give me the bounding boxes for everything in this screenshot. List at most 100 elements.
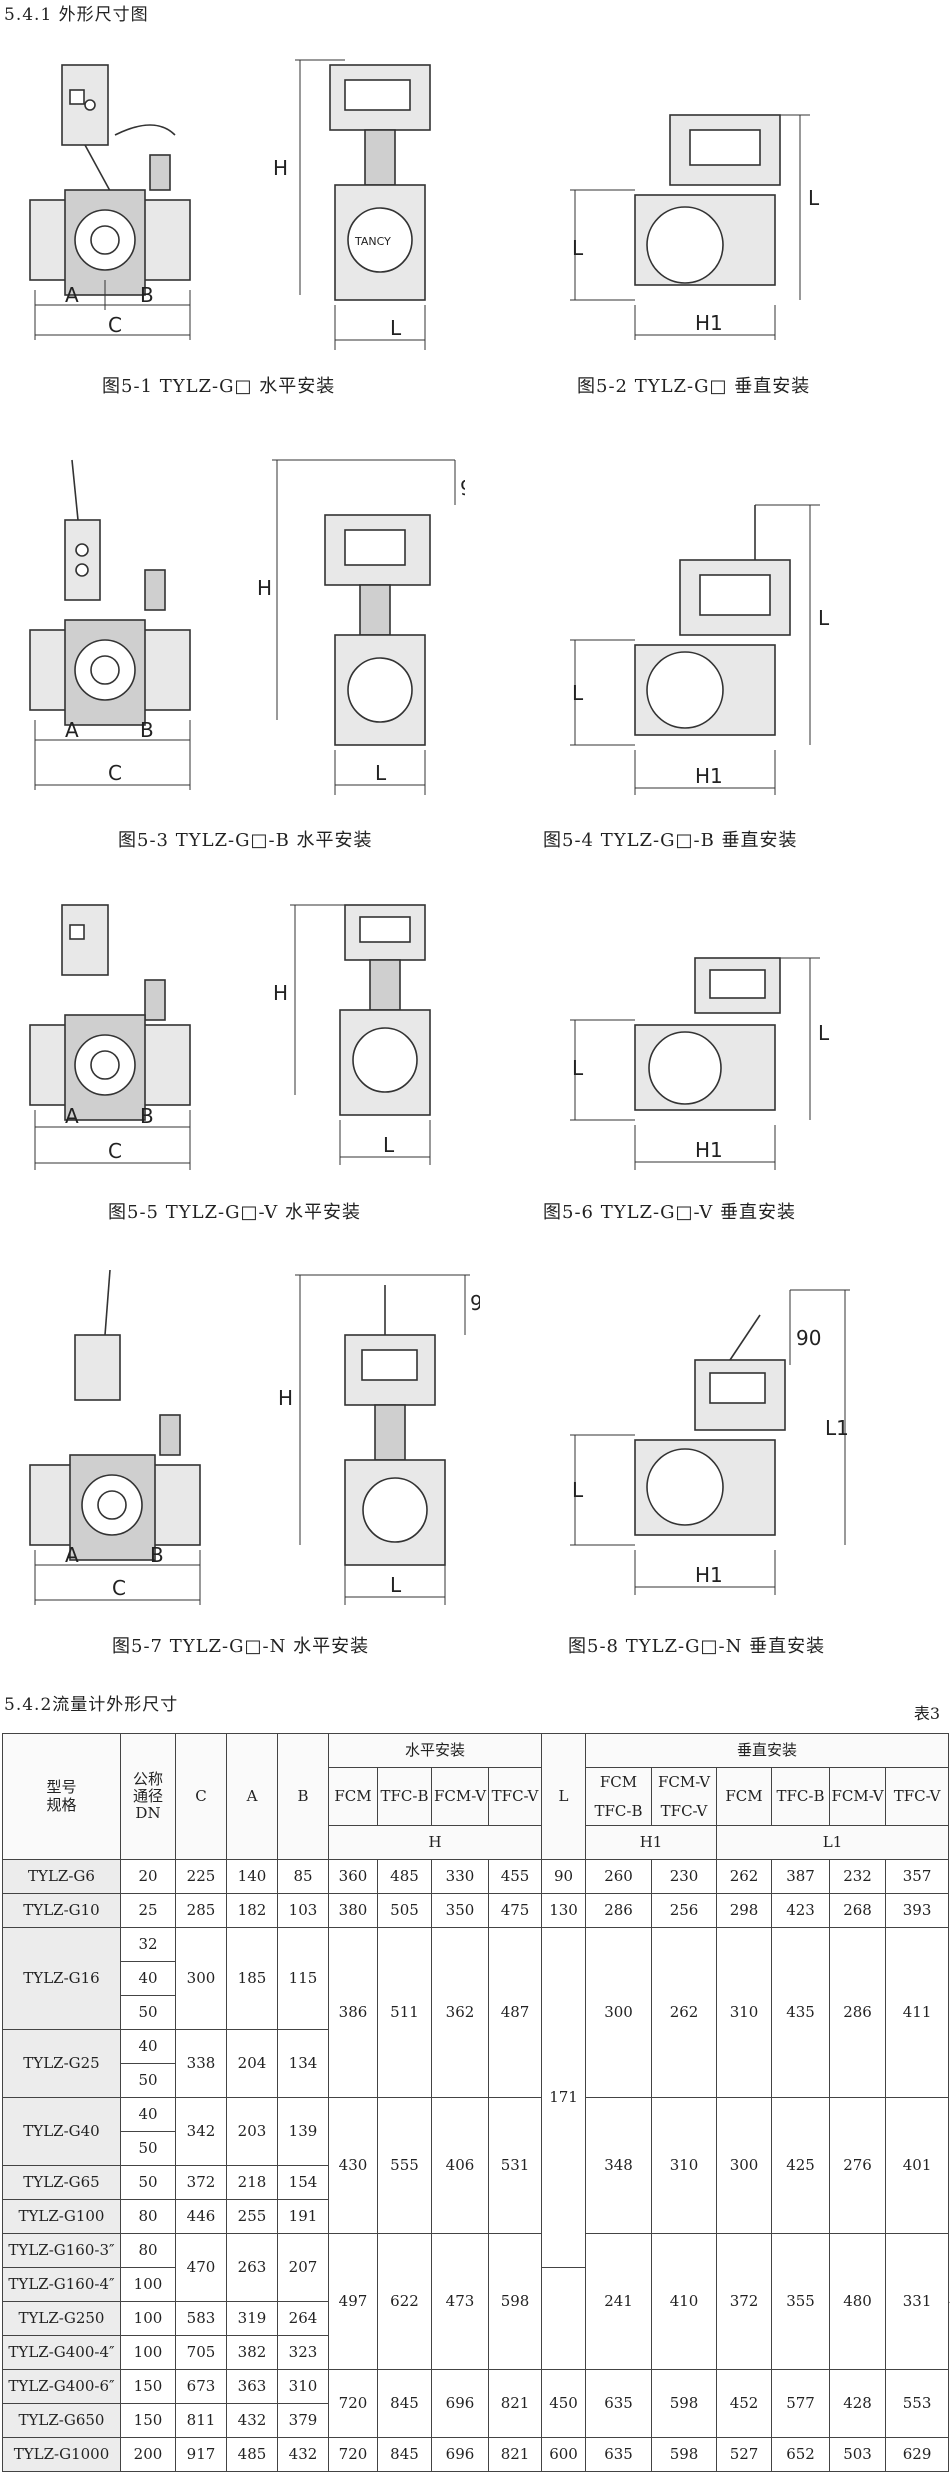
- dim-b-label: B: [140, 718, 154, 742]
- dim-h-label: H: [278, 1386, 293, 1410]
- cell-l1-tfcv: 393: [885, 1893, 950, 1928]
- cell-h1-b: 310: [651, 2097, 718, 2234]
- dim-h1-label: H1: [695, 311, 723, 335]
- cell-model: TYLZ-G25: [2, 2029, 121, 2098]
- cell-h-tfcb: 845: [377, 2437, 432, 2472]
- cell-h1-b: 598: [651, 2369, 718, 2438]
- dim-a-label: A: [65, 718, 79, 742]
- cell-l: 130: [541, 1893, 587, 1928]
- figure-5-8-drawing: 90 L L1 H1: [570, 1289, 850, 1595]
- cell-h-tfcb: 485: [377, 1859, 432, 1894]
- cell-a: 363: [226, 2369, 278, 2404]
- cell-c: 285: [175, 1893, 227, 1928]
- cell-c: 225: [175, 1859, 227, 1894]
- dim-l1-label: L1: [818, 1021, 830, 1045]
- table-row: TYLZ-G1000 200 917 485 432 720 845 696 8…: [2, 2437, 950, 2472]
- header-horizontal: 水平安装: [327, 1733, 543, 1768]
- cell-b: 323: [277, 2335, 329, 2370]
- cell-h-fcmv: 696: [431, 2369, 489, 2438]
- cell-l1-fcm: 300: [716, 2097, 773, 2234]
- table-row: TYLZ-G25 40 338 204 134: [2, 2029, 949, 2098]
- table-number: 表3: [913, 1704, 940, 1723]
- cell-dn: 40: [120, 1961, 176, 1996]
- figure-5-5-drawing: A B C: [29, 904, 191, 1170]
- cell-a: 182: [226, 1893, 278, 1928]
- cell-h1-b: 598: [651, 2437, 718, 2472]
- dim-a-label: A: [65, 1543, 79, 1567]
- header-v-fcmv: FCM-V: [657, 1773, 711, 1791]
- brand-label: TANCY: [354, 235, 391, 248]
- cell-h-fcmv: 473: [431, 2233, 489, 2370]
- cell-h-fcm: 497: [328, 2233, 378, 2370]
- cell-l1-tfcb: 387: [771, 1859, 831, 1894]
- dim-l-label: L: [375, 761, 387, 785]
- cell-h1-a: 635: [585, 2369, 653, 2438]
- dim-a-label: A: [65, 1104, 79, 1128]
- cell-h-fcm: 360: [328, 1859, 378, 1894]
- header-model: 型号 规格: [2, 1733, 121, 1860]
- cell-b: 310: [277, 2369, 329, 2404]
- caption-5-4: 图5-4 TYLZ-G□-B 垂直安装: [543, 830, 798, 851]
- header-l1-fcmv: FCM-V: [829, 1767, 887, 1826]
- cell-model: TYLZ-G400-6″: [2, 2369, 121, 2404]
- cell-h1-b: 262: [651, 1927, 718, 2098]
- cell-dn: 100: [120, 2335, 176, 2370]
- header-vertical: 垂直安装: [585, 1733, 950, 1768]
- header-h: H: [327, 1825, 543, 1860]
- cell-a: 203: [226, 2097, 278, 2166]
- cell-c: 673: [175, 2369, 227, 2404]
- cell-c: 470: [175, 2233, 227, 2302]
- cell-c: 338: [175, 2029, 227, 2098]
- cell-b: 103: [277, 1893, 329, 1928]
- figure-5-3-side-drawing: 90 H L: [257, 459, 465, 795]
- header-l1-tfcb: TFC-B: [771, 1767, 831, 1826]
- header-l1-fcm: FCM: [716, 1767, 773, 1826]
- cell-b: 379: [277, 2403, 329, 2438]
- cell-c: 811: [175, 2403, 227, 2438]
- cell-b: 207: [277, 2233, 329, 2302]
- cell-h1-a: 635: [585, 2437, 653, 2472]
- header-h-tfcb: TFC-B: [377, 1767, 432, 1826]
- cell-c: 446: [175, 2199, 227, 2234]
- dim-90-label: 90: [470, 1291, 480, 1315]
- cell-l1-fcmv: 331: [885, 2233, 950, 2370]
- cell-model: TYLZ-G6: [2, 1859, 121, 1894]
- cell-h1-b: 230: [651, 1859, 718, 1894]
- cell-a: 485: [226, 2437, 278, 2472]
- cell-dn: 150: [120, 2403, 176, 2438]
- header-h-tfcv: TFC-V: [487, 1767, 543, 1826]
- header-h1: H1: [585, 1825, 718, 1860]
- dim-90-label: 90: [460, 476, 465, 500]
- figure-5-6-drawing: L L1 H1: [570, 957, 830, 1170]
- section-title-541: 5.4.1 外形尺寸图: [4, 5, 149, 25]
- cell-h-fcm: 386: [328, 1927, 378, 2098]
- cell-model: TYLZ-G100: [2, 2199, 121, 2234]
- header-l: L: [541, 1733, 587, 1860]
- cell-dn: 50: [120, 1995, 176, 2030]
- cell-h1-b: 256: [651, 1893, 718, 1928]
- header-a: A: [226, 1733, 278, 1860]
- cell-h-fcmv: 696: [431, 2437, 489, 2472]
- header-v-fcm: FCM: [599, 1773, 638, 1791]
- cell-a: 140: [226, 1859, 278, 1894]
- dim-a-label: A: [65, 283, 79, 307]
- cell-a: 382: [226, 2335, 278, 2370]
- table-row: TYLZ-G100 80 446 255 191: [2, 2199, 949, 2234]
- dim-c-label: C: [108, 1139, 122, 1163]
- cell-a: 255: [226, 2199, 278, 2234]
- table-row: 40: [3, 1961, 949, 1996]
- dim-l-label-v: L: [572, 681, 584, 705]
- cell-c: 342: [175, 2097, 227, 2166]
- cell-h-tfcb: 555: [377, 2097, 432, 2234]
- cell-model: TYLZ-G650: [2, 2403, 121, 2438]
- cell-l1-fcm: 355: [771, 2233, 831, 2370]
- dim-l-label-v: L: [572, 236, 584, 260]
- table-row: TYLZ-G10 25 285 182 103 380 505 350 475 …: [2, 1893, 950, 1928]
- cell-l1-tfcb: 480: [829, 2233, 887, 2370]
- dim-b-label: B: [150, 1543, 164, 1567]
- caption-5-7: 图5-7 TYLZ-G□-N 水平安装: [112, 1636, 370, 1657]
- cell-l1-tfcv: 401: [885, 2097, 950, 2234]
- cell-model: TYLZ-G400-4″: [2, 2335, 121, 2370]
- cell-c: 300: [175, 1927, 227, 2030]
- cell-l: 241: [585, 2233, 653, 2370]
